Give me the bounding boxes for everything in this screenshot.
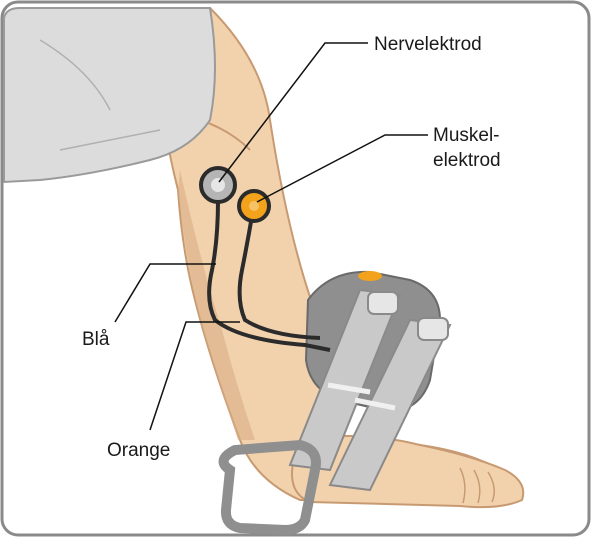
strap-buckle-right [418,318,448,340]
label-orange-wire: Orange [107,440,170,461]
label-muscle-electrode-line1: Muskel- [433,125,500,146]
label-nerve-electrode: Nervelektrod [374,34,482,55]
nerve-electrode [201,168,235,202]
strap-buckle-left [368,292,398,314]
muscle-electrode [239,191,269,221]
device-orange-tab [358,271,382,281]
label-muscle-electrode-line2: elektrod [433,150,501,171]
label-blue-wire: Blå [82,329,110,350]
